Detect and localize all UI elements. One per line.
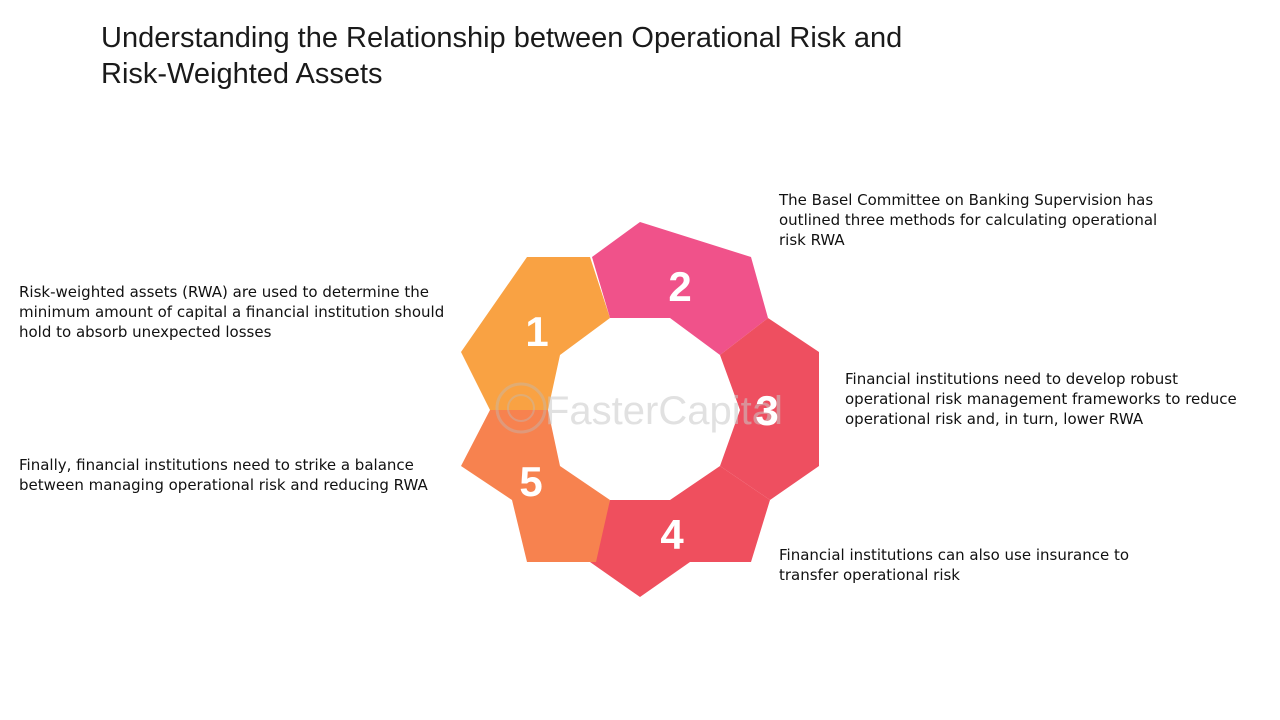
step-2-description: The Basel Committee on Banking Supervisi… [779,191,1158,249]
step-5-description: Finally, financial institutions need to … [19,456,428,494]
segment-5 [461,410,610,562]
title-line-1: Understanding the Relationship between O… [101,22,903,54]
step-numbers: 1 2 3 4 5 [519,263,778,558]
fastercapital-logo-icon [495,382,547,434]
step-number-3: 3 [755,387,778,434]
title-line-2: Risk-Weighted Assets [101,58,383,90]
step-3-description: Financial institutions need to develop r… [845,370,1237,428]
segment-2 [592,222,768,355]
step-number-5: 5 [519,458,542,505]
watermark-text: FasterCapital [545,389,783,433]
step-number-2: 2 [668,263,691,310]
segment-3 [720,318,819,500]
step-1-description: Risk-weighted assets (RWA) are used to d… [19,283,445,341]
step-number-1: 1 [525,308,548,355]
step-number-4: 4 [660,511,684,558]
slide-title: Understanding the Relationship between O… [101,20,1001,92]
step-4-description: Financial institutions can also use insu… [779,546,1130,584]
cycle-segments [461,222,819,597]
segment-4 [590,466,770,597]
segment-1 [461,257,610,410]
